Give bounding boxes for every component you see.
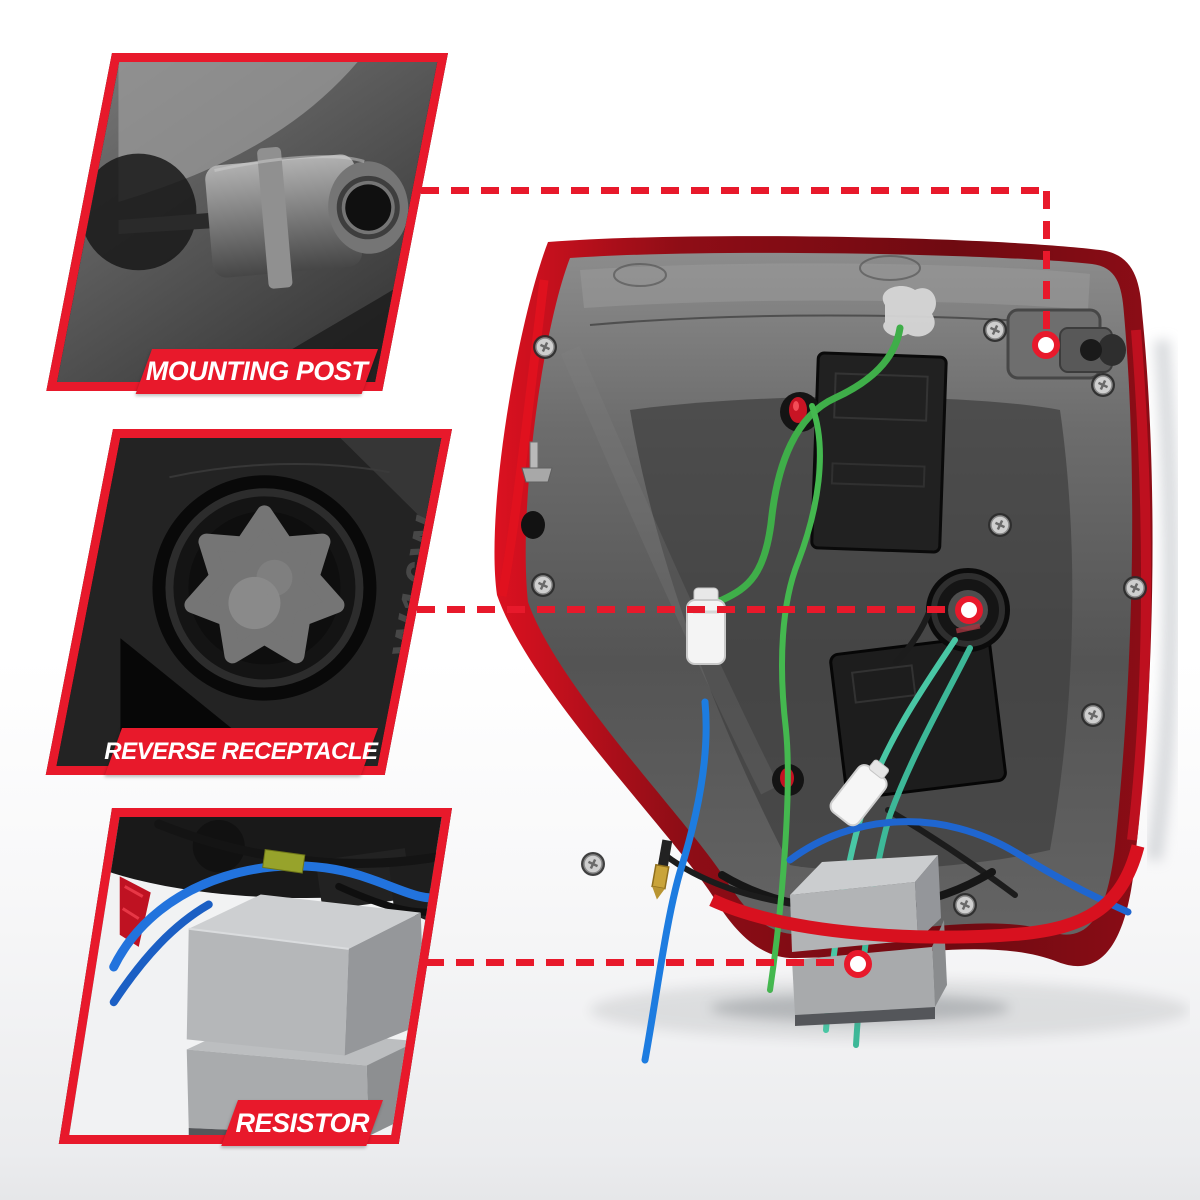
- wire-blue: [786, 818, 1132, 916]
- inset-photo-mounting-post: [46, 53, 449, 391]
- rubber-cap: [521, 511, 545, 539]
- lens-left-highlight: [497, 279, 549, 597]
- callout-line-reverse-receptacle: [417, 606, 952, 613]
- tail-light-rear-photo: [494, 236, 1190, 1064]
- mounting-post-closeup: [46, 61, 449, 383]
- red-reflector-edge: [119, 876, 151, 947]
- callout-marker-mounting-post: [1032, 331, 1060, 359]
- lens-bottom-edge: [709, 844, 1145, 944]
- wire-blue: [641, 698, 710, 1064]
- threaded-stud: [521, 441, 553, 483]
- housing-top-molding: [580, 263, 1090, 310]
- callout-label-text: REVERSE RECEPTACLE: [104, 737, 379, 765]
- right-edge-shadow: [1146, 339, 1180, 862]
- two-pin-connector-white: [829, 759, 889, 827]
- callout-line-mounting-post-vertical: [1043, 191, 1050, 331]
- callout-label-text: RESISTOR: [235, 1107, 369, 1138]
- resistor-box: [186, 894, 425, 1136]
- led-module-lower: [829, 635, 1007, 800]
- callout-marker-reverse-receptacle: [955, 596, 983, 624]
- reverse-receptacle-socket: [152, 475, 377, 701]
- inset-photo-resistor: [58, 808, 452, 1144]
- callout-label-reverse-receptacle: REVERSE RECEPTACLE: [105, 728, 378, 775]
- wire-black: [893, 607, 933, 665]
- wire-green: [696, 324, 904, 612]
- mounting-post-bracket: [1006, 308, 1126, 380]
- wire-grommet: [882, 285, 936, 337]
- wire-green: [767, 403, 823, 993]
- spade-terminal: [651, 839, 673, 900]
- lens-right-highlight: [1127, 329, 1152, 841]
- callout-label-text: MOUNTING POST: [146, 356, 368, 386]
- resistor-closeup: [58, 816, 452, 1136]
- inline-connector-white: [686, 587, 726, 665]
- callout-label-resistor: RESISTOR: [221, 1100, 383, 1146]
- mounting-post: [205, 146, 409, 289]
- callout-line-resistor: [426, 959, 844, 966]
- reverse-receptacle-closeup: W16W: [45, 437, 452, 767]
- inset-photo-reverse-receptacle: W16W: [45, 429, 452, 775]
- callout-label-mounting-post: MOUNTING POST: [135, 349, 378, 394]
- callout-line-mounting-post-horizontal: [421, 187, 1050, 194]
- callout-marker-resistor: [844, 950, 872, 978]
- led-module-upper: [810, 351, 948, 554]
- brake-bulb-socket-upper: [780, 392, 820, 432]
